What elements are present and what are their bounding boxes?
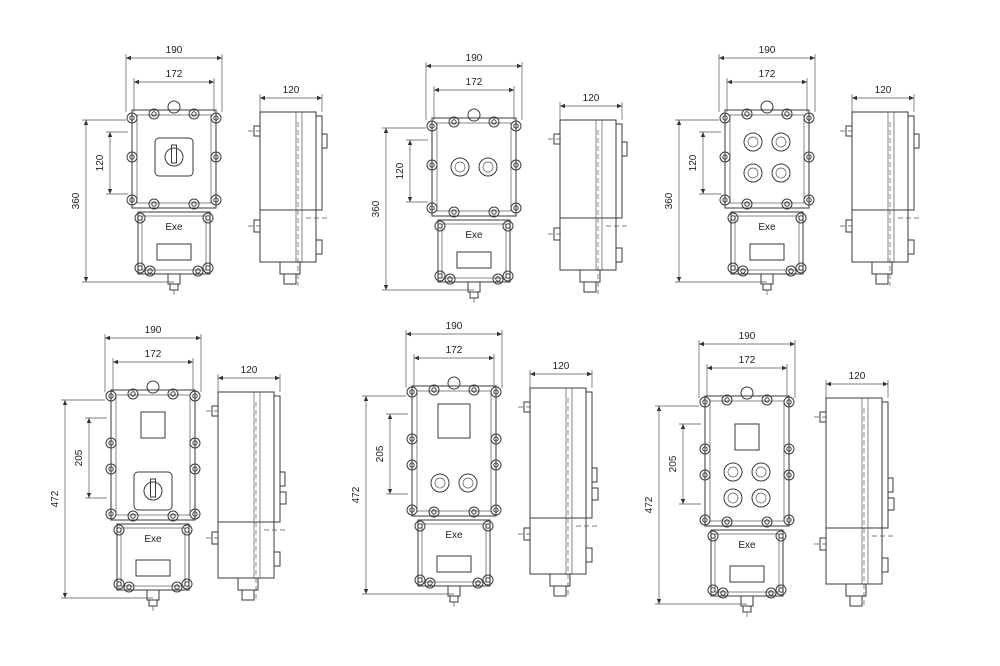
side-view: 120 xyxy=(840,85,920,286)
dim-width-inner: 172 xyxy=(759,69,776,80)
side-view: 120 xyxy=(248,85,328,286)
dim-side-depth: 120 xyxy=(283,85,300,96)
dim-width-inner: 172 xyxy=(145,349,162,360)
dim-height-total: 472 xyxy=(50,490,61,507)
dim-width-outer: 190 xyxy=(466,53,483,64)
side-view: 120 xyxy=(548,93,628,294)
dim-height-mount: 120 xyxy=(688,154,699,171)
dim-width-outer: 190 xyxy=(759,45,776,56)
dim-side-depth: 120 xyxy=(553,361,570,372)
dim-height-mount: 120 xyxy=(95,154,106,171)
exe-label: Exe xyxy=(165,222,183,233)
dim-height-mount: 205 xyxy=(668,455,679,472)
dim-height-total: 472 xyxy=(644,496,655,513)
dim-height-total: 360 xyxy=(71,192,82,209)
exe-label: Exe xyxy=(144,534,162,545)
dim-width-inner: 172 xyxy=(739,355,756,366)
dim-width-outer: 190 xyxy=(739,331,756,342)
dim-width-outer: 190 xyxy=(145,325,162,336)
dim-height-mount: 120 xyxy=(395,162,406,179)
exe-label: Exe xyxy=(758,222,776,233)
exe-label: Exe xyxy=(445,530,463,541)
dim-height-total: 360 xyxy=(371,200,382,217)
dim-width-inner: 172 xyxy=(466,77,483,88)
dim-side-depth: 120 xyxy=(875,85,892,96)
dim-height-total: 472 xyxy=(351,486,362,503)
dim-side-depth: 120 xyxy=(241,365,258,376)
dim-width-inner: 172 xyxy=(446,345,463,356)
dim-height-mount: 205 xyxy=(74,449,85,466)
exe-label: Exe xyxy=(738,540,756,551)
dim-height-mount: 205 xyxy=(375,445,386,462)
dim-width-outer: 190 xyxy=(166,45,183,56)
dim-side-depth: 120 xyxy=(849,371,866,382)
side-view: 120 xyxy=(518,361,599,598)
dim-side-depth: 120 xyxy=(583,93,600,104)
dim-width-outer: 190 xyxy=(446,321,463,332)
side-view: 120 xyxy=(206,365,287,602)
dim-height-total: 360 xyxy=(664,192,675,209)
side-view: 120 xyxy=(814,371,895,608)
exe-label: Exe xyxy=(465,230,483,241)
dim-width-inner: 172 xyxy=(166,69,183,80)
